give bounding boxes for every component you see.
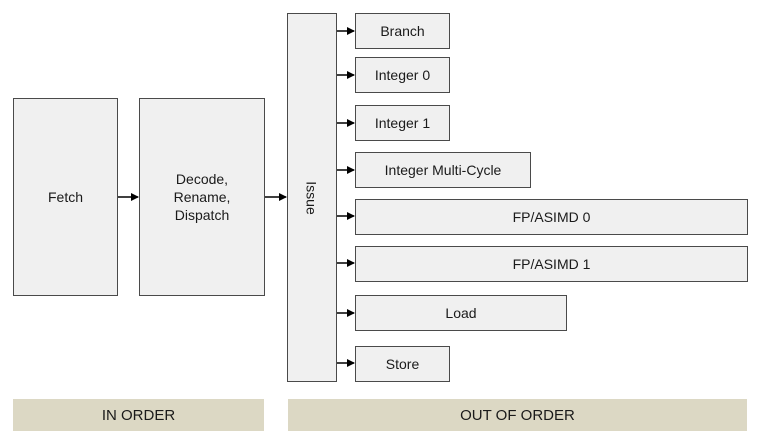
decode-rename-dispatch-stage: Decode, Rename, Dispatch: [139, 98, 265, 296]
unit-label: FP/ASIMD 1: [512, 256, 591, 272]
unit-store: Store: [355, 346, 450, 382]
unit-label: Integer 0: [374, 67, 431, 83]
unit-integer-1: Integer 1: [355, 105, 450, 141]
in-order-band: IN ORDER: [13, 399, 264, 431]
unit-fp-asimd-1: FP/ASIMD 1: [355, 246, 748, 282]
unit-label: Load: [445, 305, 477, 321]
out-of-order-band: OUT OF ORDER: [288, 399, 747, 431]
unit-label: Branch: [380, 23, 425, 39]
in-order-label: IN ORDER: [101, 406, 176, 424]
decode-label: Decode, Rename, Dispatch: [173, 171, 231, 223]
unit-label: Integer Multi-Cycle: [384, 162, 502, 178]
unit-fp-asimd-0: FP/ASIMD 0: [355, 199, 748, 235]
unit-branch: Branch: [355, 13, 450, 49]
unit-label: FP/ASIMD 0: [512, 209, 591, 225]
fetch-stage: Fetch: [13, 98, 118, 296]
unit-label: Integer 1: [374, 115, 431, 131]
issue-label: Issue: [304, 180, 320, 215]
fetch-label: Fetch: [47, 189, 83, 205]
unit-label: Store: [385, 356, 420, 372]
out-of-order-label: OUT OF ORDER: [460, 406, 575, 424]
unit-integer-multi-cycle: Integer Multi-Cycle: [355, 152, 531, 188]
issue-stage: Issue: [287, 13, 337, 382]
unit-load: Load: [355, 295, 567, 331]
unit-integer-0: Integer 0: [355, 57, 450, 93]
